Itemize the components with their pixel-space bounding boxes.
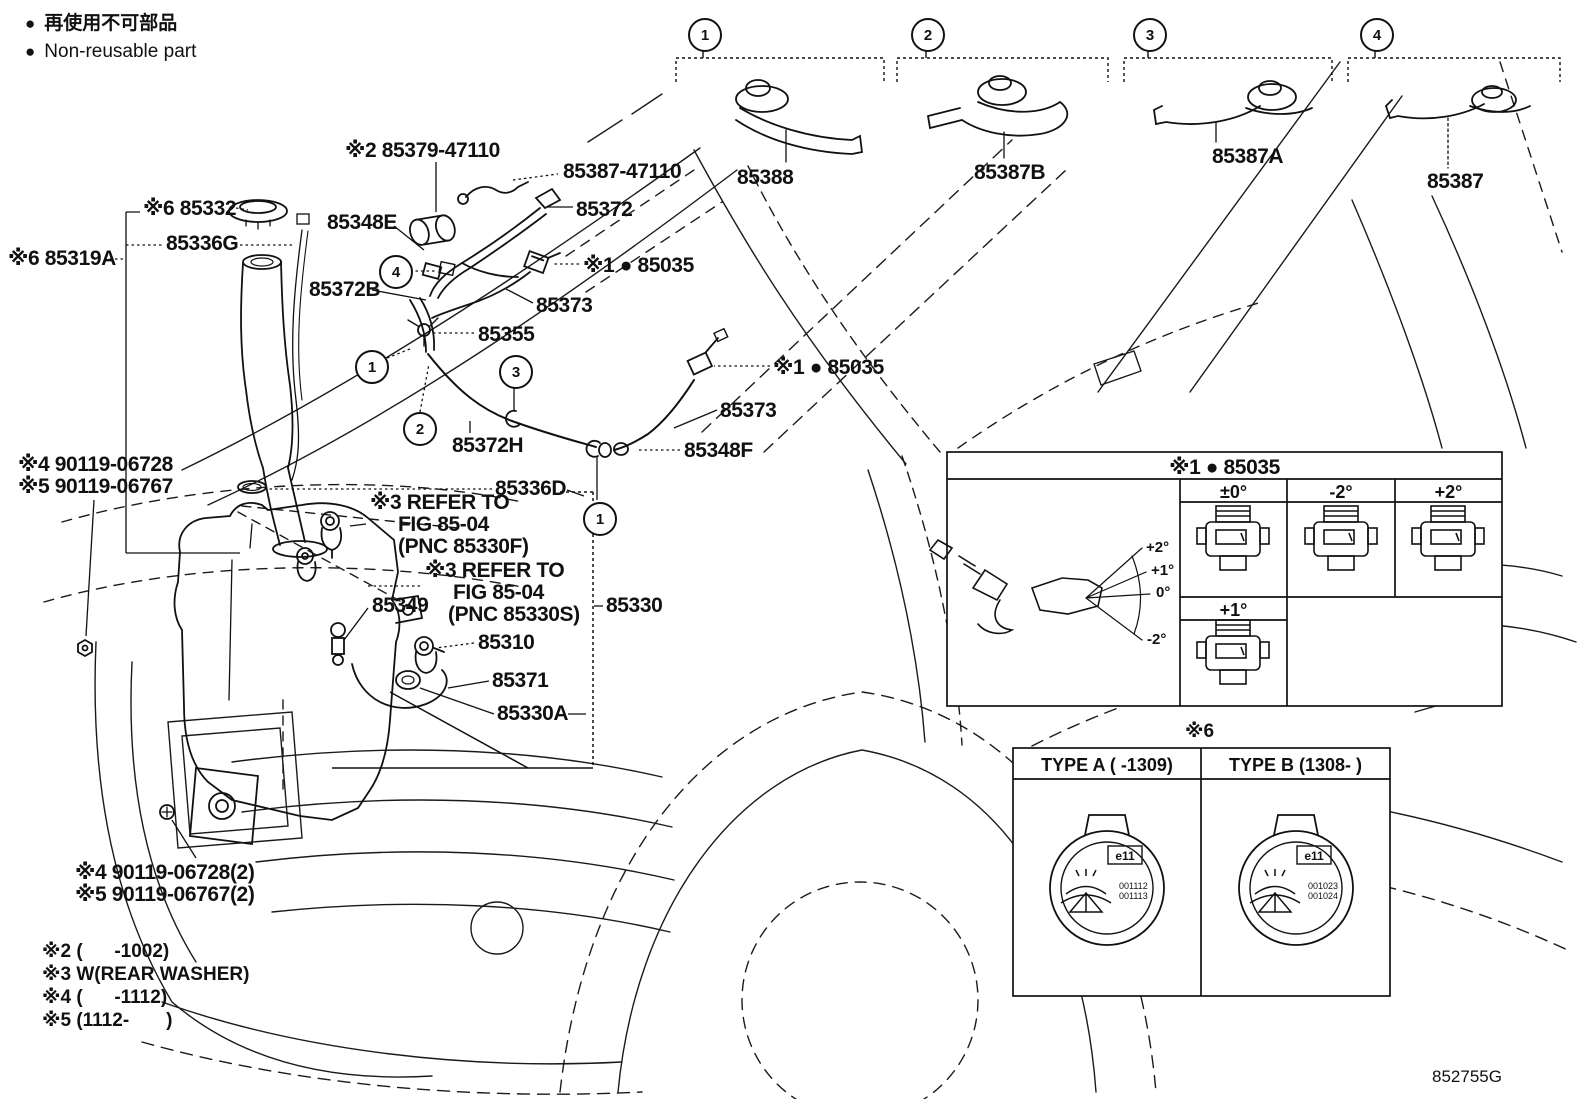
type-b-header: TYPE B (1308- ) xyxy=(1228,755,1363,775)
label-85387B: 85387B xyxy=(974,161,1046,184)
legend-row-en: ● Non-reusable part xyxy=(25,42,196,61)
label-85035-1: ※1 ● 85035 xyxy=(583,254,694,277)
cap-b-e-code: e11 xyxy=(1304,849,1324,863)
label-85319A: ※6 85319A xyxy=(8,247,116,270)
inset-row2-header-plus1: +1° xyxy=(1219,600,1248,620)
footnote-note3: ※3 W(REAR WASHER) xyxy=(42,964,250,985)
callout-2-diagram: 2 xyxy=(403,412,437,446)
label-85330: 85330 xyxy=(606,594,663,617)
legend-en-text: Non-reusable part xyxy=(44,41,197,62)
non-reusable-bullet-icon: ● xyxy=(25,42,36,61)
type-box xyxy=(1012,747,1391,997)
leader-lines xyxy=(85,162,770,859)
callout-3-diagram: 3 xyxy=(499,355,533,389)
type-a-header: TYPE A ( -1309) xyxy=(1041,755,1173,775)
label-refer2-line1: ※3 REFER TO xyxy=(425,559,565,582)
cap-a-approval-1: 001112 xyxy=(1119,881,1148,891)
label-85371: 85371 xyxy=(492,669,549,692)
washer-parts xyxy=(77,181,729,846)
type-box-note6: ※6 xyxy=(1185,721,1215,742)
inset-title-85035: ※1 ● 85035 xyxy=(1169,456,1280,479)
drawing-number: 852755G xyxy=(1432,1067,1502,1086)
fan-angle-plus1: +1° xyxy=(1151,562,1174,579)
legend-row-jp: ● 再使用不可部品 xyxy=(25,14,177,33)
footnote-note5: ※5 (1112- ) xyxy=(42,1010,173,1031)
label-85349: 85349 xyxy=(372,594,429,617)
callout-2-top: 2 xyxy=(911,18,945,52)
inset-col-header-0deg: ±0° xyxy=(1219,482,1248,502)
label-85336D: 85336D xyxy=(495,477,567,500)
callout-1-diagram: 1 xyxy=(355,350,389,384)
fan-angle-minus2: -2° xyxy=(1147,631,1166,648)
label-85355: 85355 xyxy=(478,323,535,346)
label-refer2-line2: FIG 85-04 xyxy=(453,581,544,604)
fan-angle-plus2: +2° xyxy=(1146,539,1169,556)
label-85348E: 85348E xyxy=(327,211,398,234)
callout-4-diagram: 4 xyxy=(379,255,413,289)
inset-col-header-plus2: +2° xyxy=(1434,482,1463,502)
inset-col-header-minus2: -2° xyxy=(1329,482,1353,502)
label-refer2-line3: (PNC 85330S) xyxy=(448,603,580,626)
label-85372: 85372 xyxy=(576,198,633,221)
label-refer1-line3: (PNC 85330F) xyxy=(398,535,529,558)
label-refer1-line2: FIG 85-04 xyxy=(398,513,489,536)
cap-a-e-code: e11 xyxy=(1115,849,1135,863)
label-90119-06767: ※5 90119-06767 xyxy=(18,475,173,498)
callout-4-top: 4 xyxy=(1360,18,1394,52)
label-85373-2: 85373 xyxy=(720,399,777,422)
label-refer1-line1: ※3 REFER TO xyxy=(370,491,510,514)
label-85387A: 85387A xyxy=(1212,145,1284,168)
non-reusable-bullet-icon: ● xyxy=(25,14,36,33)
footnote-note2: ※2 ( -1002) xyxy=(42,941,170,962)
detail-box xyxy=(332,491,594,769)
footnote-90119-06728: ※4 90119-06728(2) xyxy=(75,861,255,884)
label-85332: ※6 85332 xyxy=(143,197,237,220)
inset-85035-box xyxy=(946,451,1503,707)
label-85387: 85387 xyxy=(1427,170,1484,193)
label-85330A: 85330A xyxy=(497,702,569,725)
inset-nozzle-drawing xyxy=(928,538,1151,641)
footnote-90119-06767: ※5 90119-06767(2) xyxy=(75,883,255,906)
clip-part-drawings xyxy=(735,75,1531,169)
label-85372B: 85372B xyxy=(309,278,381,301)
fan-angle-zero: 0° xyxy=(1156,584,1170,601)
label-85379-47110: ※2 85379-47110 xyxy=(345,139,500,162)
cap-markings xyxy=(1107,845,1332,865)
cap-b-approval-1: 001023 xyxy=(1308,881,1338,891)
cap-b-approval-2: 001024 xyxy=(1308,891,1338,901)
label-85310: 85310 xyxy=(478,631,535,654)
label-85348F: 85348F xyxy=(684,439,753,462)
footnote-note4: ※4 ( -1112) xyxy=(42,987,168,1008)
label-85373-1: 85373 xyxy=(536,294,593,317)
label-90119-06728: ※4 90119-06728 xyxy=(18,453,173,476)
callout-1-top: 1 xyxy=(688,18,722,52)
callout-brackets xyxy=(675,49,1561,82)
label-85035-2: ※1 ● 85035 xyxy=(773,356,884,379)
callout-1-diagram-b: 1 xyxy=(583,502,617,536)
cap-a-approval-2: 001113 xyxy=(1119,891,1148,901)
label-85372H: 85372H xyxy=(452,434,524,457)
label-85388: 85388 xyxy=(737,166,794,189)
callout-3-top: 3 xyxy=(1133,18,1167,52)
legend-jp-text: 再使用不可部品 xyxy=(44,13,178,34)
label-85336G: 85336G xyxy=(166,232,239,255)
label-85387-47110: 85387-47110 xyxy=(563,160,682,183)
